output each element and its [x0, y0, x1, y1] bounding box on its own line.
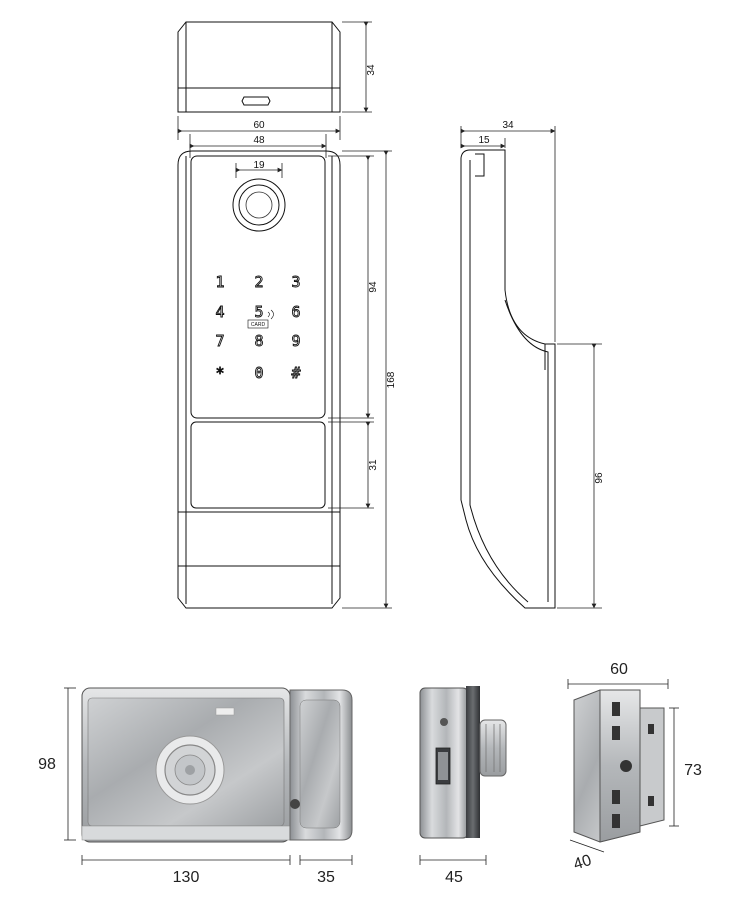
dim-sensor-19: 19: [253, 160, 265, 171]
dim-handle-31: 31: [368, 459, 379, 471]
key-9: 9: [291, 332, 300, 350]
dim-total-168: 168: [386, 371, 397, 388]
dim-strike-40: 40: [572, 852, 594, 874]
dim-width-48: 48: [253, 135, 265, 146]
card-label: CARD: [251, 322, 266, 328]
top-view: 34 60 48: [177, 21, 377, 158]
dim-knob-35: 35: [317, 869, 335, 886]
key-6: 6: [291, 303, 300, 321]
dim-top-height: 34: [366, 64, 377, 76]
key-0: 0: [254, 364, 263, 382]
dim-body-130: 130: [173, 869, 200, 886]
dim-width-60: 60: [253, 120, 265, 131]
dim-side-15: 15: [478, 135, 490, 146]
dim-strike-60: 60: [610, 661, 628, 678]
side-view: 34 15 96: [460, 120, 605, 609]
key-4: 4: [215, 303, 224, 321]
key-2: 2: [254, 273, 263, 291]
lock-side: 45: [419, 686, 507, 886]
dim-body-98: 98: [38, 756, 56, 773]
key-5: 5: [254, 303, 263, 321]
front-view: 19 1 2 3 4 5 6 7 8 9 * 0 # CARD 94: [177, 150, 397, 609]
dim-side-34: 34: [502, 120, 514, 131]
key-3: 3: [291, 273, 300, 291]
strike-plate: 60 73 40: [567, 661, 702, 874]
key-star: *: [215, 364, 224, 382]
cylinder-icon: [155, 735, 225, 805]
key-7: 7: [215, 332, 224, 350]
keypad: 1 2 3 4 5 6 7 8 9 * 0 # CARD: [215, 273, 301, 383]
dim-side-45: 45: [445, 869, 463, 886]
key-hash: #: [291, 364, 300, 382]
nfc-icon: [267, 309, 274, 320]
dim-strike-73: 73: [684, 762, 702, 779]
lock-body: 98 130 35: [38, 687, 353, 886]
dim-panel-94: 94: [368, 281, 379, 293]
key-8: 8: [254, 332, 263, 350]
dim-side-96: 96: [594, 472, 605, 484]
key-1: 1: [215, 273, 224, 291]
